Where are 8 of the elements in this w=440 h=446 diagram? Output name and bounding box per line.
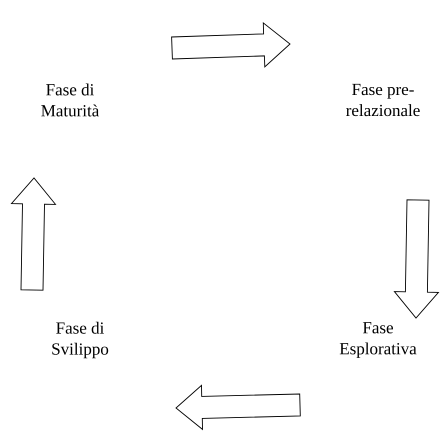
block-arrow <box>10 177 56 291</box>
phase-label: Fase pre-relazionale <box>346 84 420 116</box>
phase-label: Fase di Svilippo <box>52 322 108 358</box>
block-arrow <box>393 199 440 319</box>
phase-label: Fase di Maturità <box>41 84 100 116</box>
phase-label: Fase Esplorativa <box>340 322 416 358</box>
block-arrow <box>175 384 301 430</box>
block-arrow <box>171 22 291 68</box>
